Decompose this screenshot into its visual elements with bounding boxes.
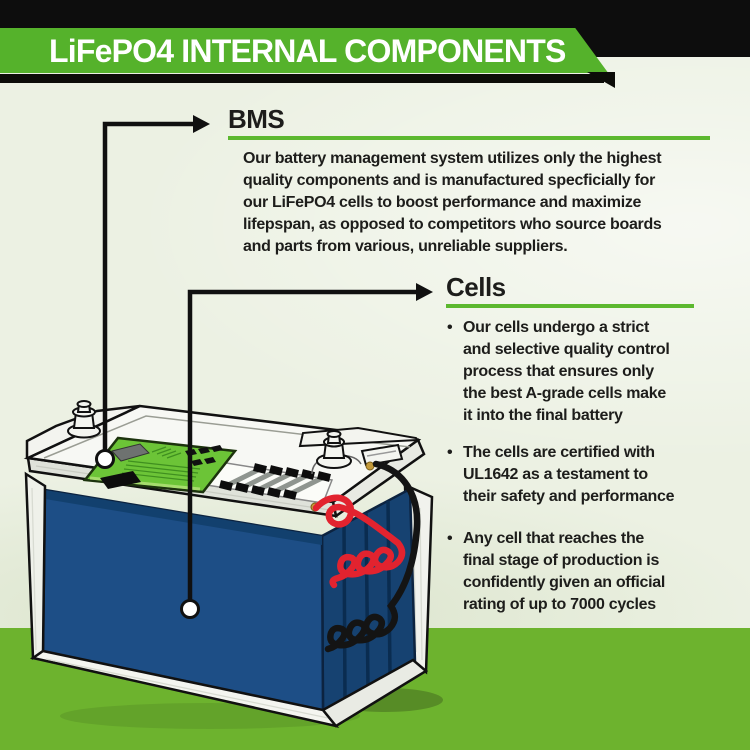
case-back-ledge xyxy=(25,404,141,460)
connector-tab xyxy=(360,443,404,467)
cells-bullet-item: • Our cells undergo a strict and selecti… xyxy=(446,317,696,427)
battery-terminal-right xyxy=(316,430,352,469)
bms-components xyxy=(185,445,223,466)
cells-heading: Cells xyxy=(446,272,506,302)
cells-bullet-item: • Any cell that reaches the final stage … xyxy=(446,528,696,616)
battery-terminal-left xyxy=(67,400,101,439)
cells-callout-arrowhead xyxy=(416,283,433,301)
bms-description: Our battery management system utilizes o… xyxy=(243,150,662,255)
cells-bullet-text: Our cells undergo a strict and selective… xyxy=(463,319,670,424)
wire-contact xyxy=(310,502,320,512)
bms-chip xyxy=(100,471,141,489)
vent-slots xyxy=(195,463,331,500)
black-wire xyxy=(324,460,421,653)
cells-section: Cells • Our cells undergo a strict and s… xyxy=(446,273,694,631)
cells-bullet-text: The cells are certified with UL1642 as a… xyxy=(463,444,675,505)
banner-shadow-strip xyxy=(0,74,604,83)
bms-board xyxy=(82,436,238,494)
bms-chip xyxy=(111,443,150,462)
bms-callout-arrowhead xyxy=(193,115,210,133)
bms-callout-line xyxy=(102,121,193,452)
vent-panel xyxy=(186,457,334,504)
header-black-bar xyxy=(0,0,750,28)
cells-callout-line xyxy=(187,289,416,600)
cells-bullet-text: Any cell that reaches the final stage of… xyxy=(463,530,665,613)
footer-green-bar xyxy=(0,628,750,750)
bullet-dot: • xyxy=(447,444,453,461)
battery-lid xyxy=(23,404,426,519)
bms-section: BMS Our battery management system utiliz… xyxy=(228,105,710,258)
wire-contact xyxy=(365,461,375,471)
cells-underline xyxy=(446,304,694,308)
bms-callout-dot xyxy=(95,449,115,469)
bullet-dot: • xyxy=(447,319,453,336)
red-wire xyxy=(312,494,406,589)
title-banner-ribbon: LiFePO4 INTERNAL COMPONENTS xyxy=(0,28,609,73)
cells-callout-dot xyxy=(180,599,200,619)
header-black-bar-right xyxy=(563,28,750,57)
bullet-dot: • xyxy=(447,530,453,547)
bms-underline xyxy=(228,136,710,140)
cells-bullet-item: • The cells are certified with UL1642 as… xyxy=(446,442,696,508)
page-title: LiFePO4 INTERNAL COMPONENTS xyxy=(49,33,566,69)
cells-bullet-list: • Our cells undergo a strict and selecti… xyxy=(446,317,696,616)
bms-heading: BMS xyxy=(228,104,285,134)
